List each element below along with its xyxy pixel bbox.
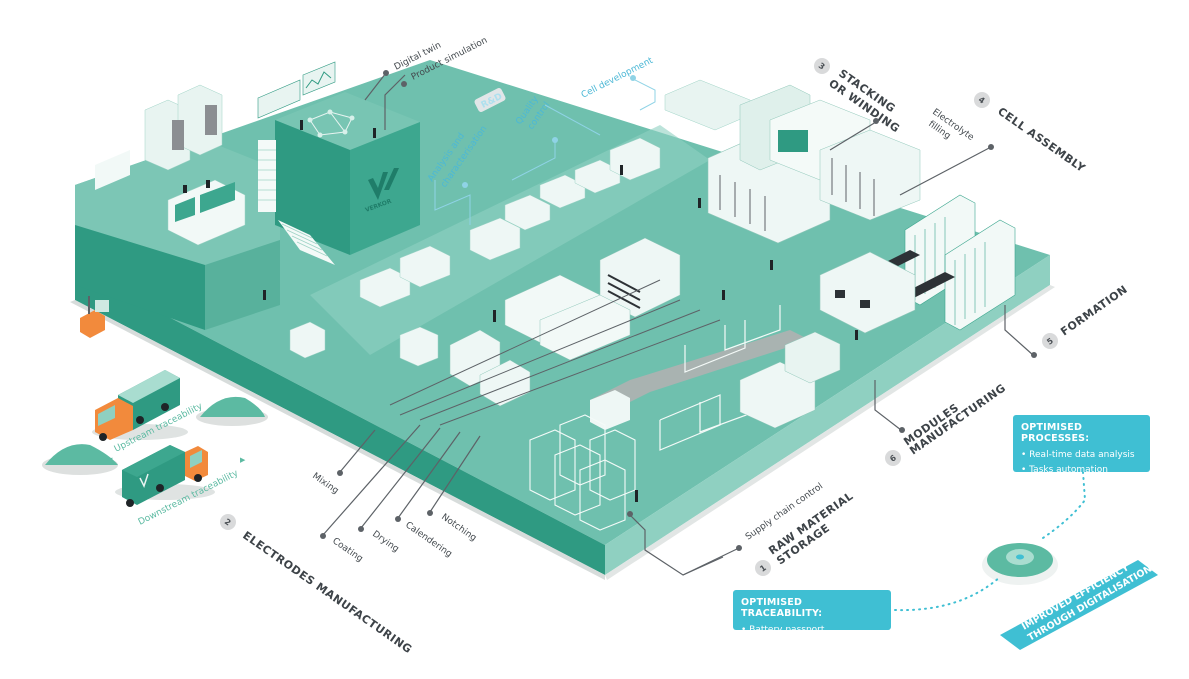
stage-4-title: CELL ASSEMBLY	[995, 105, 1088, 176]
rnd-equipment	[289, 137, 661, 367]
processes-item-realtime: • Real-time data analysis	[1021, 450, 1135, 460]
floor-process-lines	[389, 279, 721, 426]
digitalisation-hub: IMPROVED EFFICIENCY THROUGH DIGITALISATI…	[894, 471, 1158, 650]
staircase	[258, 140, 335, 265]
verkor-truck-logo-icon	[139, 473, 149, 488]
traceability-item-passport: • Battery passport	[741, 625, 825, 635]
stage-1-title-line1: RAW MATERIAL	[766, 489, 856, 557]
factory-floor-side-left	[75, 268, 605, 575]
forklift	[80, 296, 109, 338]
processes-item-automation: • Tasks automation	[1021, 465, 1108, 475]
optimised-processes-title: OPTIMISED PROCESSES:	[1021, 422, 1090, 444]
digital-twin-cube: VERKOR	[257, 61, 420, 255]
stage-3-number: 3	[817, 61, 827, 72]
upstream-truck	[92, 370, 188, 441]
formation-racks	[819, 194, 1016, 334]
dotted-connector-left	[894, 576, 1001, 612]
calendering-label: Calendering	[403, 520, 453, 559]
stage-2-number: 2	[223, 517, 233, 528]
material-pile-left	[45, 444, 118, 465]
workers	[183, 120, 858, 502]
platform-shadow-right	[605, 285, 1055, 580]
notching-label: Notching	[439, 512, 478, 543]
coating-label: Coating	[330, 536, 364, 564]
stage-4-number: 4	[977, 95, 987, 106]
dotted-connector-top	[1039, 471, 1087, 541]
stage-6-title-line2: MANUFACTURING	[907, 381, 1008, 457]
material-pile-right	[200, 396, 265, 417]
optimised-traceability-title: OPTIMISED TRACEABILITY:	[741, 597, 823, 619]
cell-development-label: Cell development	[580, 56, 655, 101]
downstream-truck	[115, 445, 215, 507]
control-room-desk	[167, 179, 246, 246]
stage-6-number: 6	[888, 453, 898, 464]
lab-desk-left	[95, 150, 130, 190]
rnd-badge	[474, 87, 506, 113]
stage-6-label: 6 MODULES MANUFACTURING	[874, 380, 1008, 466]
right-arrow-icon: ▶	[240, 456, 246, 464]
electrode-machines	[449, 237, 681, 407]
modules-line	[590, 305, 841, 451]
stage-4-label: 4 CELL ASSEMBLY Electrolyte filling	[899, 92, 1088, 196]
stage-1-number: 1	[758, 563, 768, 574]
drying-label: Drying	[370, 529, 400, 554]
stage-5-number: 5	[1045, 336, 1055, 347]
server-racks	[144, 84, 223, 171]
factory-floor-side-right	[605, 255, 1050, 575]
left-arrow-icon: ◀	[107, 456, 113, 464]
platform-shadow	[70, 300, 605, 580]
efficiency-banner	[1000, 560, 1158, 650]
stacking-machines	[664, 79, 921, 244]
optimised-processes-box: OPTIMISED PROCESSES: • Real-time data an…	[1013, 415, 1150, 475]
stage-5-title: FORMATION	[1058, 283, 1130, 339]
mixing-label: Mixing	[310, 471, 340, 496]
verkor-logo-icon	[368, 172, 388, 200]
optimised-traceability-box: OPTIMISED TRACEABILITY: • Battery passpo…	[733, 590, 891, 635]
